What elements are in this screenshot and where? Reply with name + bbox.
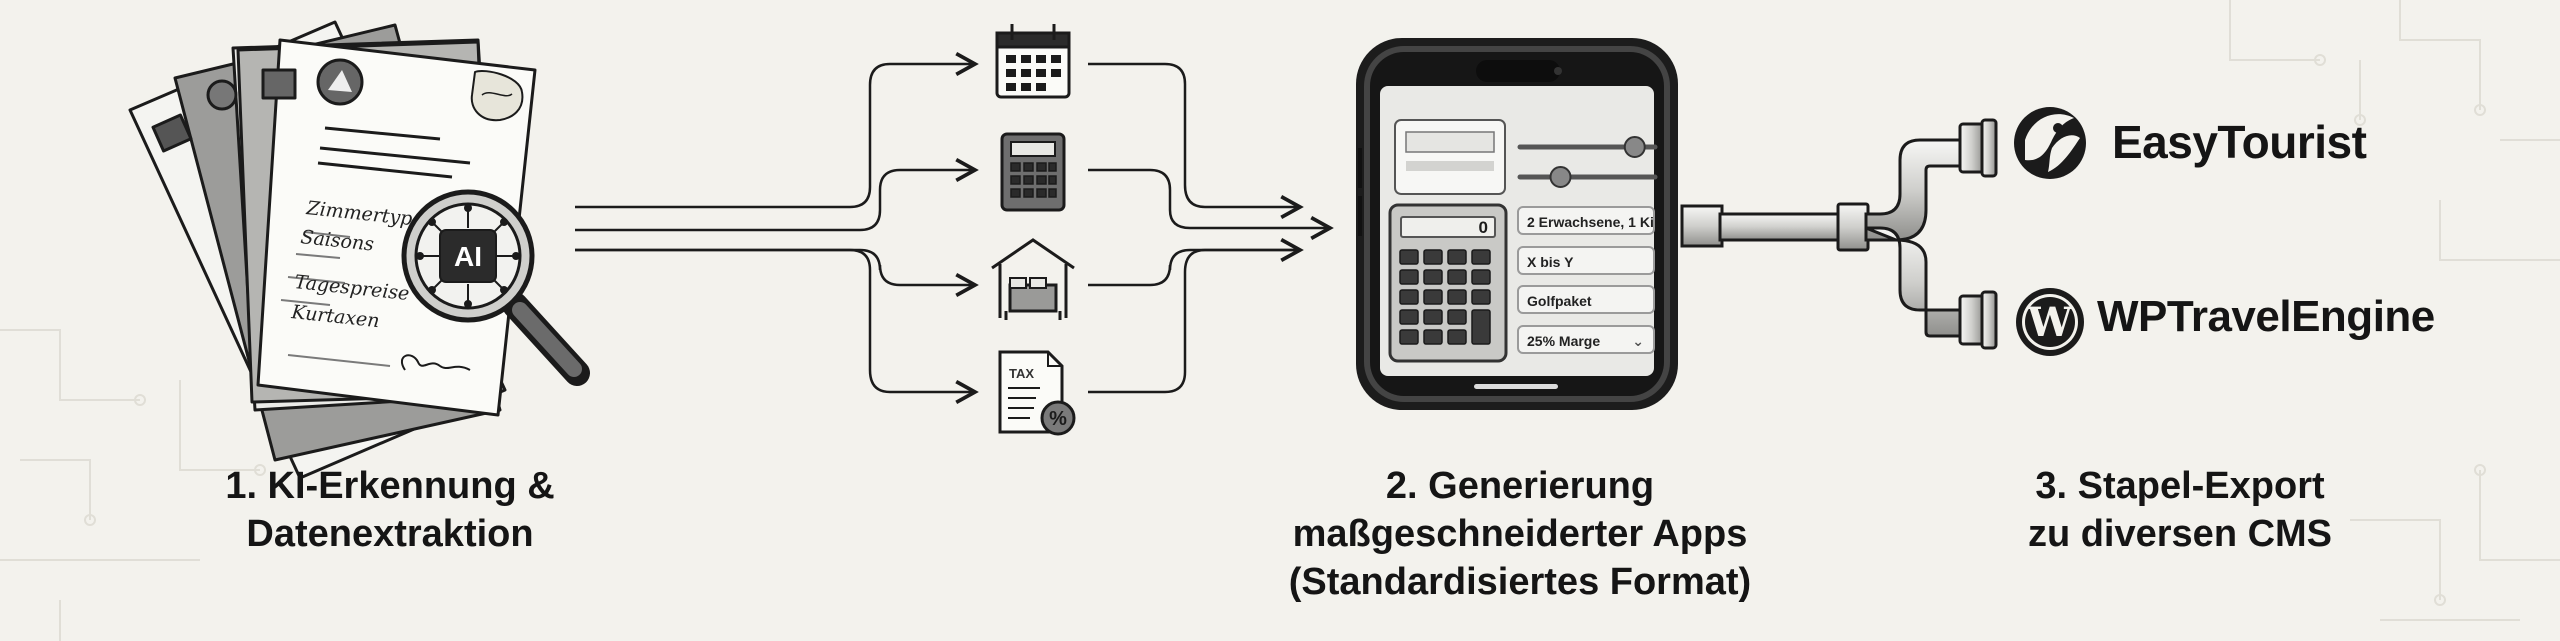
margin-select-value: 25% Marge	[1527, 333, 1601, 349]
tax-document-icon: %	[998, 350, 1076, 436]
calculator-key	[1471, 249, 1491, 265]
calculator-icon	[1000, 132, 1066, 212]
ai-chip-label: AI	[454, 241, 482, 272]
calculator-display: 0	[1400, 216, 1496, 238]
date-range-field[interactable]: X bis Y	[1517, 246, 1655, 275]
calculator-key	[1399, 249, 1419, 265]
step-2-line-1: 2. Generierung	[1385, 465, 1655, 507]
margin-select[interactable]: 25% Marge ⌄	[1517, 325, 1655, 354]
calculator-key	[1471, 289, 1491, 305]
step-2-label: 2. Generierung maßgeschneiderter Apps (S…	[1170, 462, 1870, 606]
brand-easytourist: EasyTourist	[2112, 116, 2367, 168]
calendar-icon	[995, 24, 1071, 99]
room-bed-icon	[991, 238, 1075, 320]
step-1-label: 1. KI-Erkennung & Datenextraktion	[110, 462, 670, 558]
step-1-line-1: 1. KI-Erkennung &	[225, 465, 555, 507]
slider-2[interactable]	[1517, 166, 1658, 188]
slider-1[interactable]	[1517, 136, 1658, 158]
tax-label: TAX	[1009, 366, 1035, 381]
calculator-key	[1399, 309, 1419, 325]
wordpress-logo: W	[2016, 288, 2084, 356]
chevron-down-icon: ⌄	[1632, 333, 1644, 349]
package-field[interactable]: Golfpaket	[1517, 285, 1655, 314]
calculator-key	[1423, 329, 1443, 345]
easytourist-logo	[2014, 107, 2086, 179]
step-1-line-2: Datenextraktion	[246, 513, 534, 555]
calculator-key-enter	[1471, 309, 1491, 345]
calculator-key	[1447, 269, 1467, 285]
calculator-key	[1399, 329, 1419, 345]
calculator-key	[1423, 269, 1443, 285]
calculator-key	[1399, 269, 1419, 285]
brand-wptravelengine: WPTravelEngine	[2097, 292, 2435, 341]
ai-magnifier-icon: AI	[401, 189, 590, 386]
calculator-key	[1423, 309, 1443, 325]
step-3-line-2: zu diversen CMS	[2027, 513, 2333, 555]
flow-lines	[575, 51, 1334, 405]
calculator-key	[1447, 329, 1467, 345]
step-2-line-3: (Standardisiertes Format)	[1288, 561, 1752, 603]
calculator-key	[1471, 269, 1491, 285]
calculator-key	[1447, 309, 1467, 325]
calculator-key	[1399, 289, 1419, 305]
svg-text:W: W	[2027, 299, 2074, 346]
calculator-key	[1447, 289, 1467, 305]
guests-field[interactable]: 2 Erwachsene, 1 Kind	[1517, 206, 1655, 235]
calculator-key	[1447, 249, 1467, 265]
step-2-line-2: maßgeschneiderter Apps	[1292, 513, 1748, 555]
step-3-label: 3. Stapel-Export zu diversen CMS	[1900, 462, 2460, 558]
calculator-key	[1423, 289, 1443, 305]
svg-text:%: %	[1049, 408, 1067, 430]
calculator-key	[1423, 249, 1443, 265]
app-calculator	[1388, 203, 1508, 363]
step-3-line-1: 3. Stapel-Export	[2035, 465, 2325, 507]
export-pipes	[1680, 118, 1998, 350]
